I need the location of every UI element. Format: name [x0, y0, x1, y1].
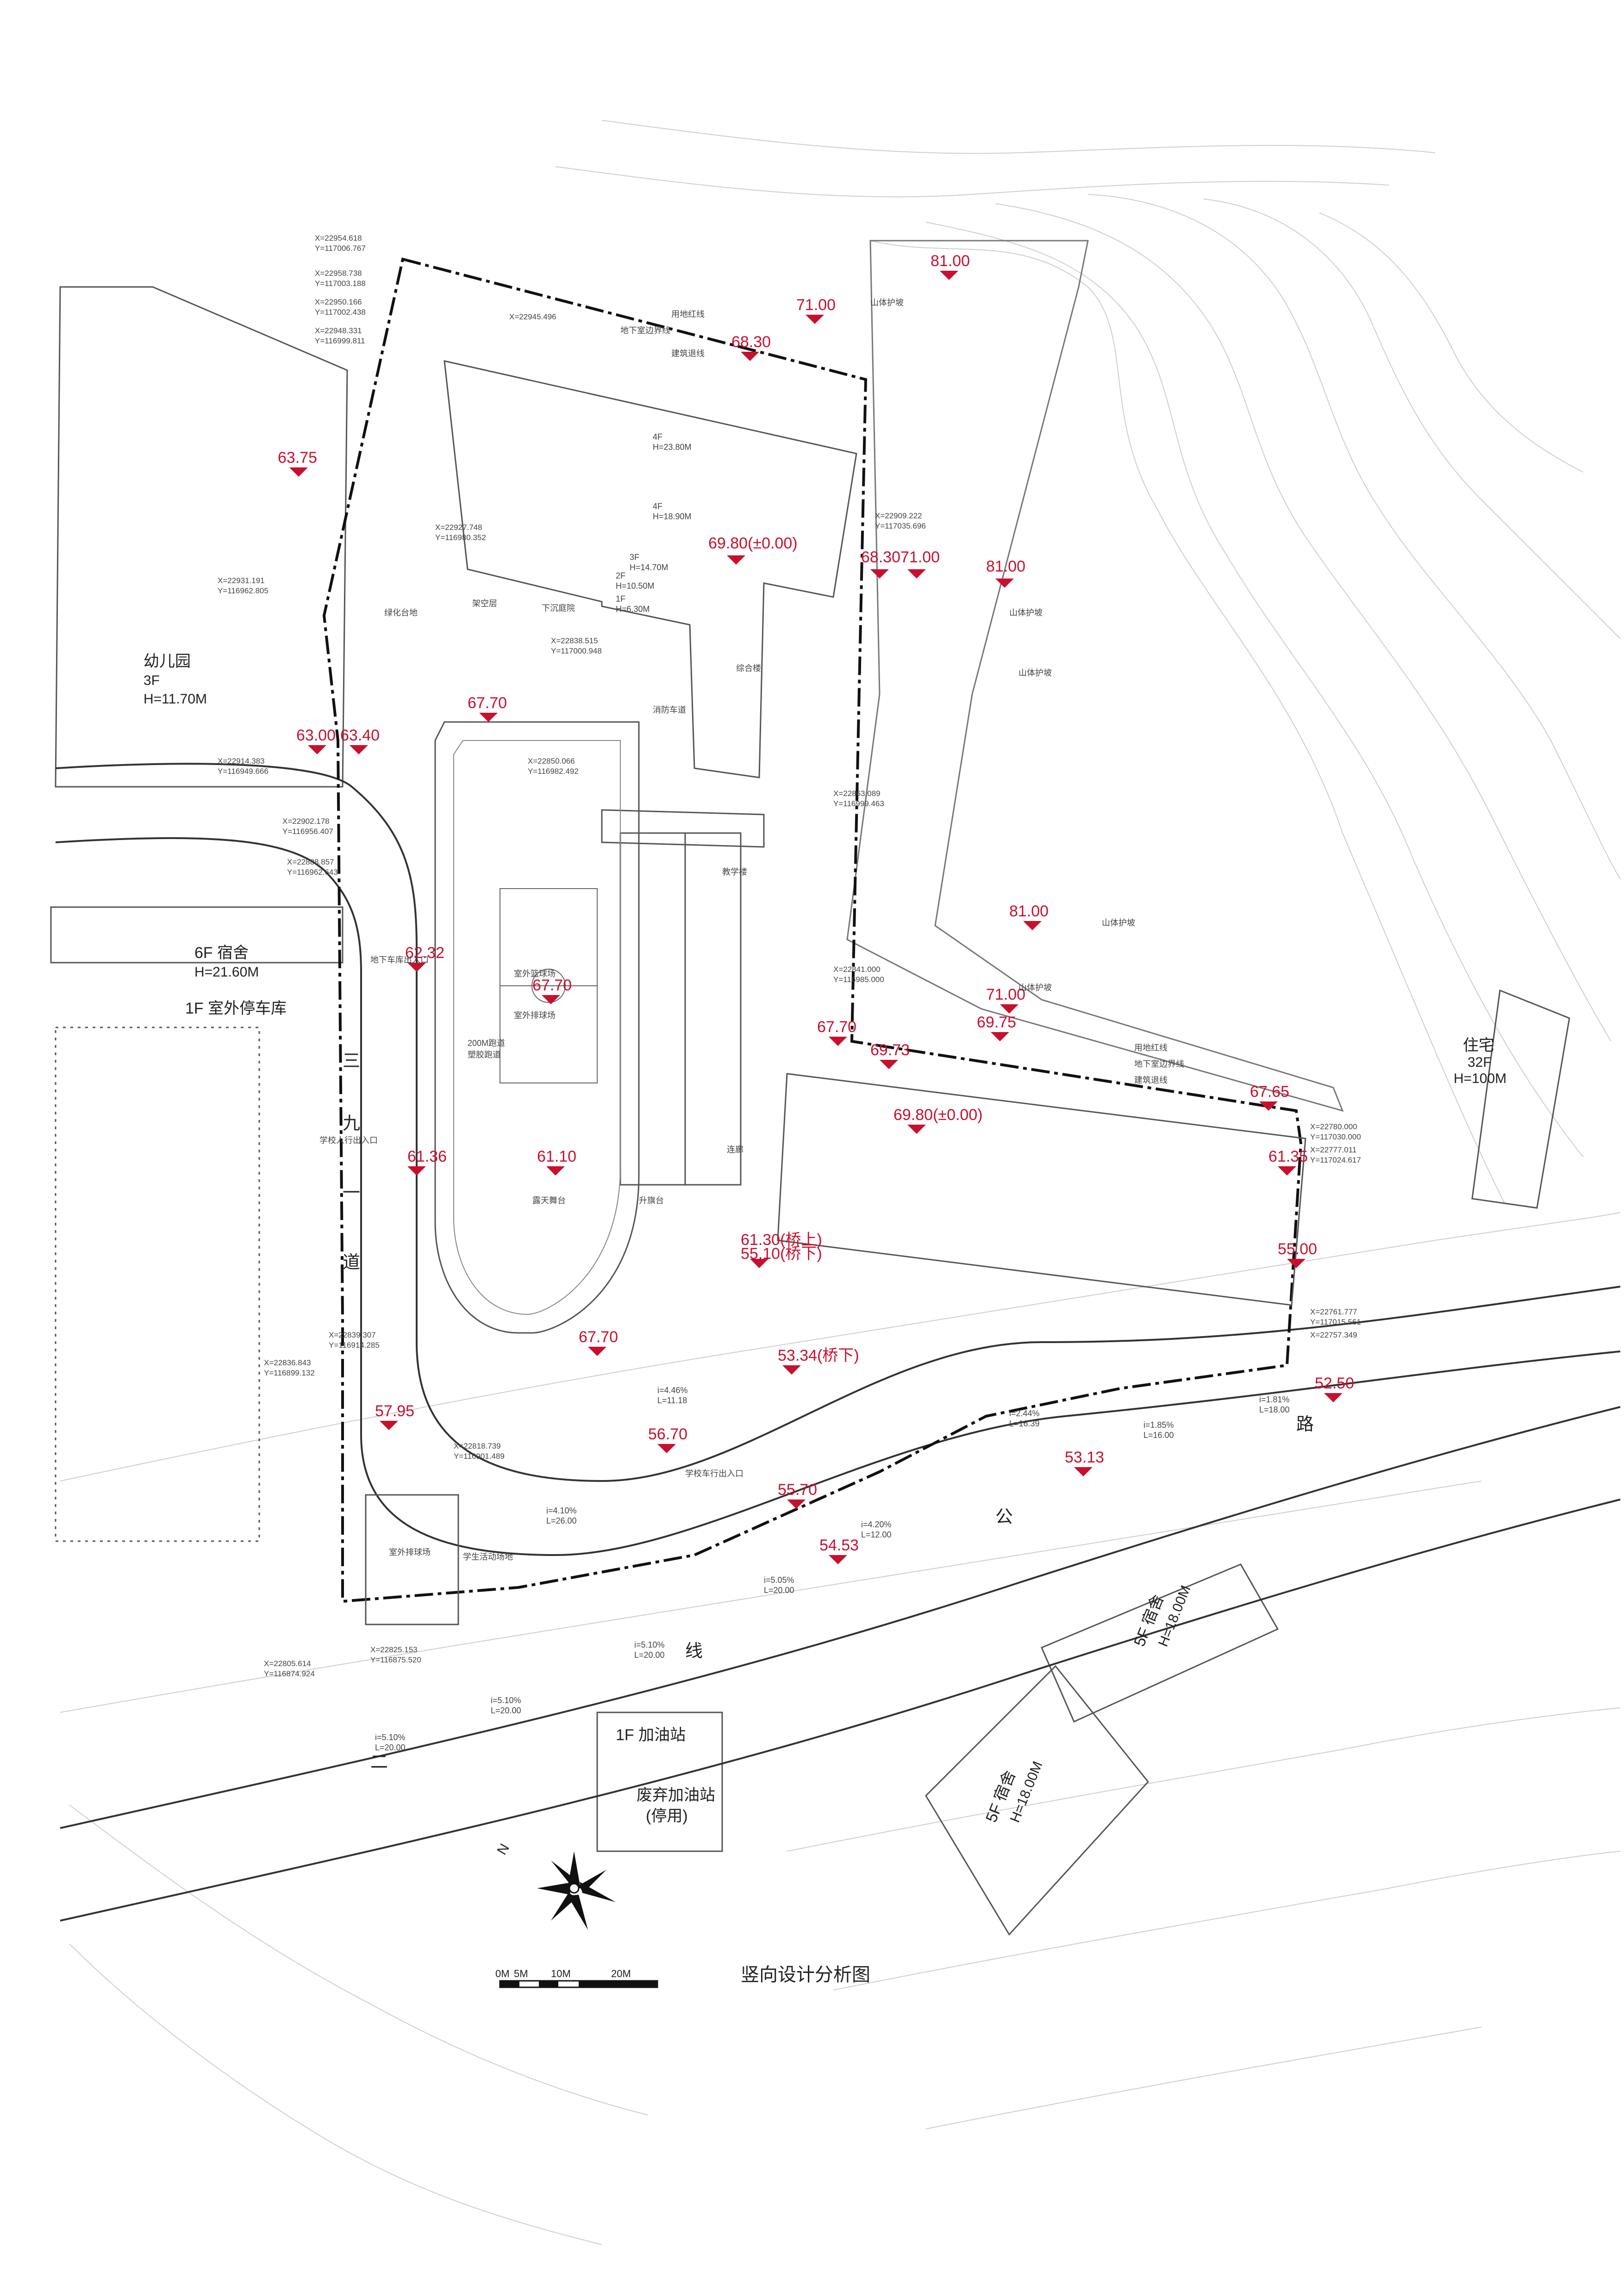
volleyball-court — [365, 1494, 459, 1625]
west-dorm-outline — [50, 906, 344, 964]
elevation-markers — [289, 271, 1343, 1564]
parking-outline — [55, 1027, 260, 1542]
dorm-se2-outline — [925, 1665, 1149, 1936]
north-arrow-icon — [537, 1851, 616, 1930]
dorm-se1-outline — [1041, 1563, 1279, 1723]
site-boundary — [322, 257, 1303, 1603]
gas-station-outline — [596, 1711, 723, 1852]
residence-outline — [1471, 989, 1570, 1209]
running-track — [434, 721, 640, 1334]
hillside-slope — [846, 240, 1344, 1112]
roads — [55, 763, 1621, 1922]
kindergarten-outline — [55, 286, 348, 788]
scale-bar — [499, 1980, 658, 1988]
terrain-contours — [60, 120, 1621, 2245]
